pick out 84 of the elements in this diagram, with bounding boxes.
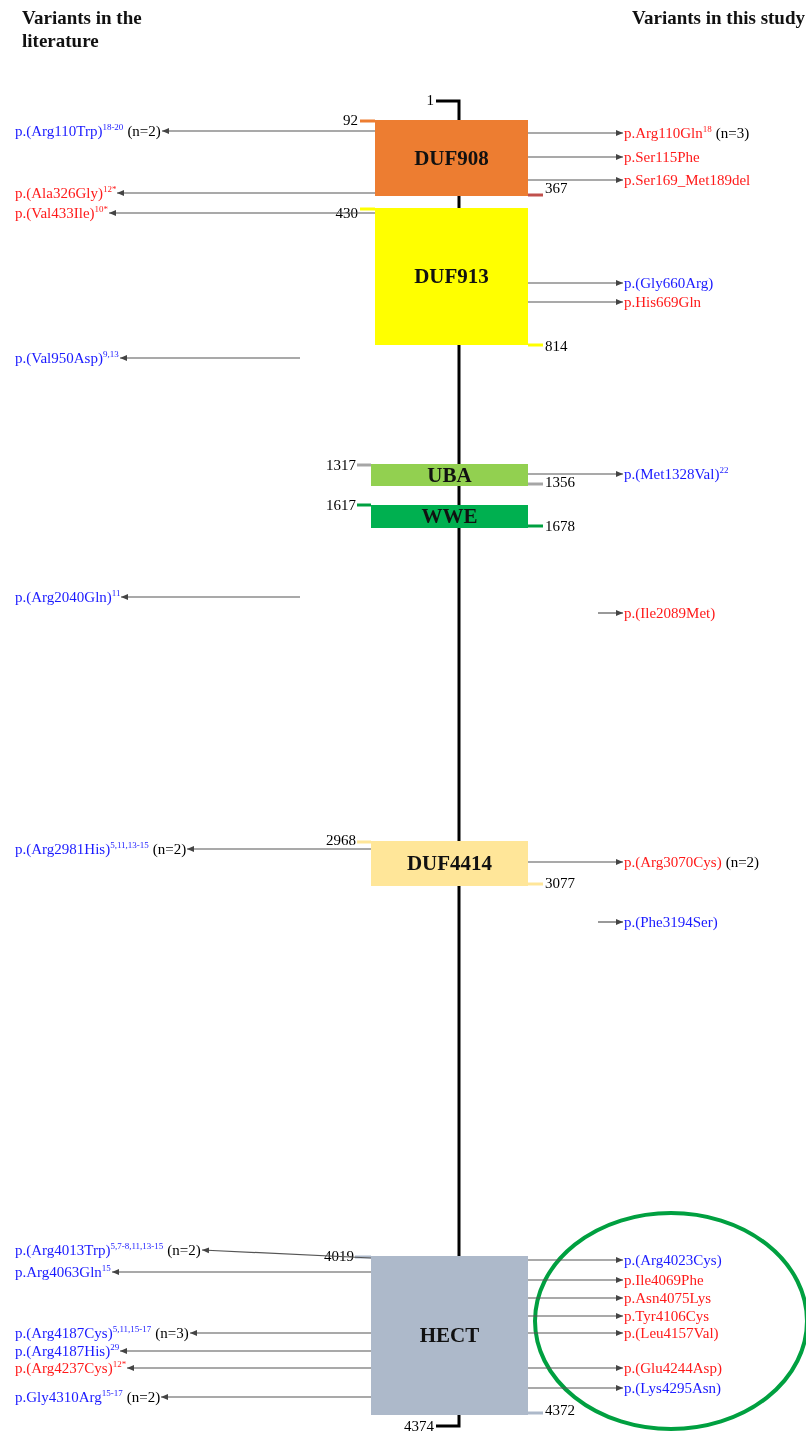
- variant-label: p.(Arg4187Cys)$^{5,11,15-17}$ (n=3): [15, 1325, 189, 1341]
- arrow: [597, 919, 624, 925]
- arrow: [597, 610, 624, 616]
- arrow: [111, 1269, 372, 1275]
- arrow: [527, 154, 624, 160]
- arrow: [119, 355, 301, 361]
- variant-label: p.Ile4069Phe: [624, 1272, 704, 1288]
- domain-box: [371, 841, 528, 886]
- position-number: 3077: [545, 875, 575, 891]
- arrow: [527, 130, 624, 136]
- arrow: [161, 128, 376, 134]
- domain-name: HECT: [419, 1323, 480, 1348]
- arrow: [527, 299, 624, 305]
- arrow: [527, 1365, 624, 1371]
- variant-label: p.(Arg4237Cys)$^{12*}$: [15, 1360, 127, 1376]
- position-number: 430: [335, 205, 358, 221]
- variant-label: p.(Val433Ile)$^{10*}$: [15, 205, 109, 221]
- domain-box: [375, 208, 528, 345]
- arrow: [116, 190, 376, 196]
- domain-box: [371, 505, 528, 528]
- variant-label: p.(Arg4013Trp)$^{5,7-8,11,13-15}$ (n=2): [15, 1242, 201, 1258]
- position-number: 4019: [324, 1248, 354, 1264]
- variant-label: p.(Lys4295Asn): [624, 1380, 722, 1396]
- arrow: [527, 1257, 624, 1263]
- position-number: 2968: [326, 832, 356, 848]
- arrow: [527, 471, 624, 477]
- position-number: 367: [545, 180, 568, 196]
- arrow: [527, 1277, 624, 1283]
- variant-label: p.His669Gln: [624, 294, 702, 310]
- variant-label: p.(Leu4157Val): [624, 1325, 719, 1341]
- variant-label: p.(Arg3070Cys) (n=2): [624, 854, 760, 870]
- position-number: 1617: [326, 497, 356, 513]
- variant-label: p.Tyr4106Cys: [624, 1308, 710, 1324]
- arrow: [201, 1247, 372, 1259]
- variant-label: p.Gly4310Arg$^{15-17}$ (n=2): [15, 1389, 161, 1405]
- position-number: 814: [545, 338, 568, 354]
- variant-label: p.(Arg4023Cys): [624, 1252, 722, 1268]
- position-number: 4374: [404, 1418, 434, 1434]
- variant-label: p.(Val950Asp)$^{9,13}$: [15, 350, 119, 366]
- arrow: [527, 1385, 624, 1391]
- position-number: 1678: [545, 518, 575, 534]
- arrow: [120, 594, 301, 600]
- arrow: [126, 1365, 372, 1371]
- column-heading: Variants in this study: [632, 6, 806, 29]
- variant-label: p.(Arg2040Gln)$^{11}$: [15, 589, 121, 605]
- variant-label: p.(Gly660Arg): [624, 275, 714, 291]
- variant-label: p.Ser115Phe: [624, 149, 700, 165]
- variant-label: p.Asn4075Lys: [624, 1290, 712, 1306]
- variant-label: p.Ser169_Met189del: [624, 172, 751, 188]
- column-heading: Variants in the literature: [22, 6, 143, 52]
- variant-label: p.(Glu4244Asp): [624, 1360, 722, 1376]
- domain-name: DUF4414: [406, 851, 493, 876]
- position-number: 4372: [545, 1402, 575, 1418]
- arrow: [189, 1330, 372, 1336]
- variant-label: p.(Arg2981His)$^{5,11,13-15}$ (n=2): [15, 841, 187, 857]
- arrow: [186, 846, 372, 852]
- position-number: 1: [426, 92, 434, 108]
- domain-box: [371, 1256, 528, 1415]
- arrow: [527, 1295, 624, 1301]
- variant-label: p.Arg110Gln$^{18}$ (n=3): [624, 125, 750, 141]
- variant-label: p.(Phe3194Ser): [624, 914, 718, 930]
- variant-label: p.(Arg4187His)$^{29}$: [15, 1343, 120, 1359]
- arrow: [108, 210, 376, 216]
- variant-label: p.(Met1328Val)$^{22}$: [624, 466, 729, 482]
- domain-name: WWE: [421, 504, 478, 529]
- variant-label: p.(Ala326Gly)$^{12*}$: [15, 185, 117, 201]
- position-number: 1317: [326, 457, 356, 473]
- position-number: 92: [343, 112, 358, 128]
- domain-box: [371, 464, 528, 486]
- domain-box: [375, 120, 528, 196]
- arrow: [527, 859, 624, 865]
- arrow: [527, 177, 624, 183]
- position-number: 1356: [545, 474, 575, 490]
- arrow: [527, 280, 624, 286]
- domain-name: DUF908: [414, 145, 489, 171]
- domain-name: DUF913: [414, 264, 489, 289]
- arrow: [160, 1394, 372, 1400]
- arrow: [119, 1348, 372, 1354]
- variant-label: p.(Arg110Trp)$^{18-20}$ (n=2): [15, 123, 161, 139]
- variant-label: p.(Ile2089Met): [624, 605, 716, 621]
- domain-name: UBA: [427, 462, 472, 488]
- variant-label: p.Arg4063Gln$^{15}$: [15, 1264, 111, 1280]
- arrow: [527, 1313, 624, 1319]
- arrow: [527, 1330, 624, 1336]
